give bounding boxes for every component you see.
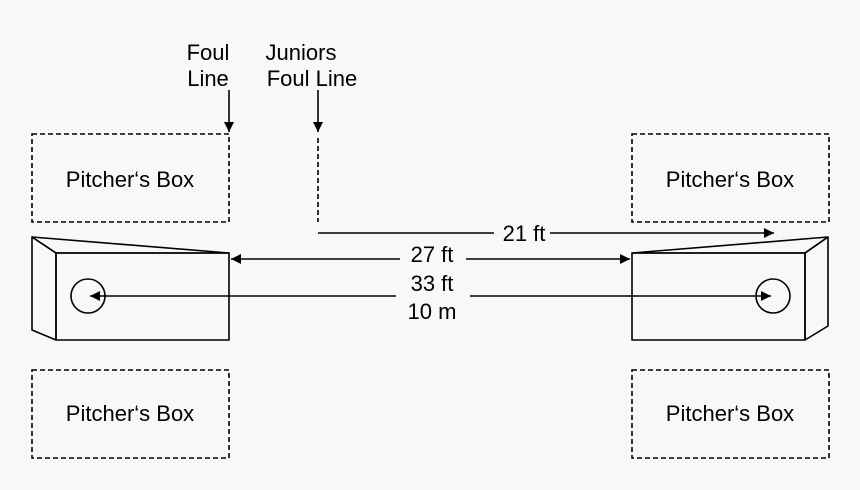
pitchers-box-label-bottom-left: Pitcher‘s Box (66, 401, 194, 426)
pitchers-box-top-left (31, 133, 230, 223)
pitchers-box-bottom-right (631, 369, 830, 459)
pitchers-box-label-top-right: Pitcher‘s Box (666, 167, 794, 192)
right-pit (631, 236, 829, 341)
pitchers-box-label-bottom-right: Pitcher‘s Box (666, 401, 794, 426)
pitchers-box-top-right (631, 133, 830, 223)
foul-line-label-1: Foul (187, 40, 230, 65)
juniors-foul-line-label-1: Juniors (266, 40, 337, 65)
juniors-foul-line-label-2: Foul Line (267, 66, 358, 91)
left-pit (31, 236, 230, 341)
dim-21ft-label: 21 ft (503, 221, 546, 246)
pitchers-box-label-top-left: Pitcher‘s Box (66, 167, 194, 192)
dim-33ft-label: 33 ft (411, 271, 454, 296)
dim-27ft-label: 27 ft (411, 242, 454, 267)
pitchers-box-bottom-left (31, 369, 230, 459)
foul-line-label-2: Line (187, 66, 229, 91)
dim-10m-label: 10 m (408, 299, 457, 324)
